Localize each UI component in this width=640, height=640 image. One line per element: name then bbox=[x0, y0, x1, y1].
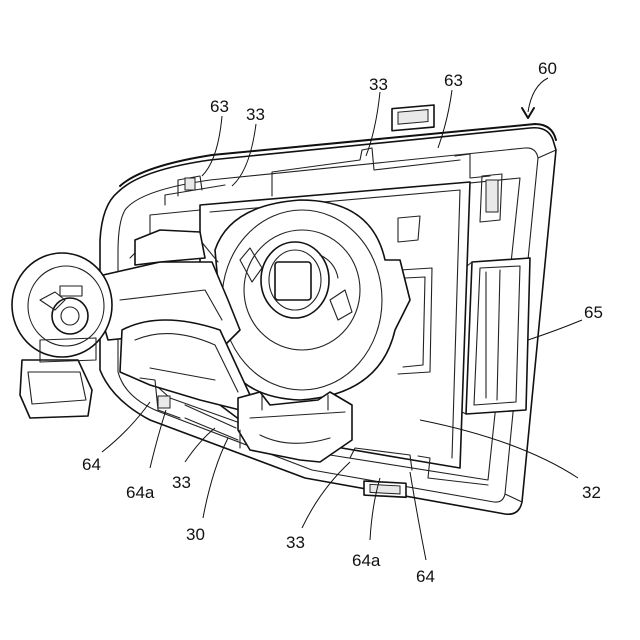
ref-label-64-left: 64 bbox=[82, 455, 101, 474]
ref-label-33-bottom-left: 33 bbox=[172, 473, 191, 492]
leader-30 bbox=[203, 438, 228, 518]
ref-label-33-top-left: 33 bbox=[246, 105, 265, 124]
ref-label-60: 60 bbox=[538, 59, 557, 78]
ref-label-33-top-right: 33 bbox=[369, 75, 388, 94]
ref-label-64a-right: 64a bbox=[352, 551, 381, 570]
ref-label-32: 32 bbox=[582, 483, 601, 502]
ref-label-65: 65 bbox=[584, 303, 603, 322]
ref-label-63-left: 63 bbox=[210, 97, 229, 116]
ref-label-30: 30 bbox=[186, 525, 205, 544]
ref-label-63-right: 63 bbox=[444, 71, 463, 90]
bottom-latch bbox=[238, 392, 352, 462]
ref-label-64a-left: 64a bbox=[126, 483, 155, 502]
ref-label-33-bottom-right: 33 bbox=[286, 533, 305, 552]
leader-60 bbox=[528, 78, 548, 112]
pivot-knob bbox=[12, 253, 112, 418]
ref-label-64-right: 64 bbox=[416, 567, 435, 586]
